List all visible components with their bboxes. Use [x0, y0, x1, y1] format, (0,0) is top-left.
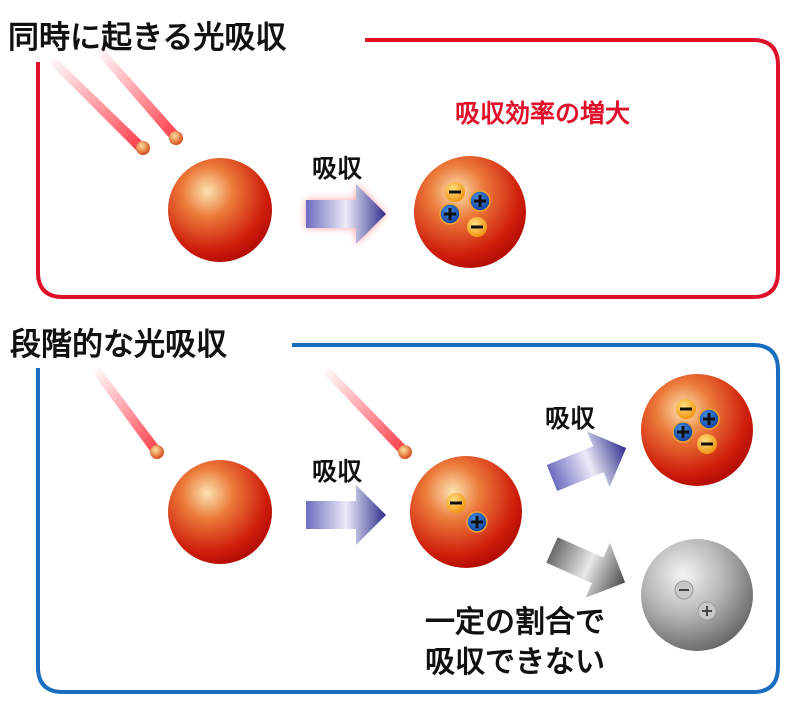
particle-intermediate [410, 456, 522, 568]
absorb-arrow-step1 [306, 485, 386, 545]
particle-not-absorbed [641, 539, 753, 651]
top-panel-border [36, 38, 780, 299]
not-absorbed-text-line1: 一定の割合で [425, 605, 605, 640]
bottom-panel-border [36, 343, 780, 694]
particle-excited-bottom [641, 374, 753, 486]
not-absorbed-arrow [539, 522, 638, 610]
top-panel-title: 同時に起きる光吸収 [8, 20, 286, 56]
not-absorbed-text-line2: 吸収できない [425, 645, 605, 680]
bottom-panel-title: 段階的な光吸収 [10, 327, 227, 363]
absorb-arrow-step2 [540, 420, 638, 506]
particle-excited-top [414, 156, 526, 268]
absorb-arrow-top [306, 184, 386, 244]
absorb-label-top: 吸収 [312, 154, 363, 183]
photon-bottom-2 [322, 368, 412, 459]
photon-top-1 [48, 58, 150, 155]
absorb-label-step1: 吸収 [312, 457, 363, 486]
efficiency-increase-label: 吸収効率の増大 [455, 99, 630, 128]
particle-before [168, 158, 272, 262]
photon-top-2 [95, 48, 183, 145]
absorb-label-step2: 吸収 [545, 404, 596, 433]
particle-ground [168, 460, 272, 564]
photon-bottom-1 [92, 368, 164, 459]
